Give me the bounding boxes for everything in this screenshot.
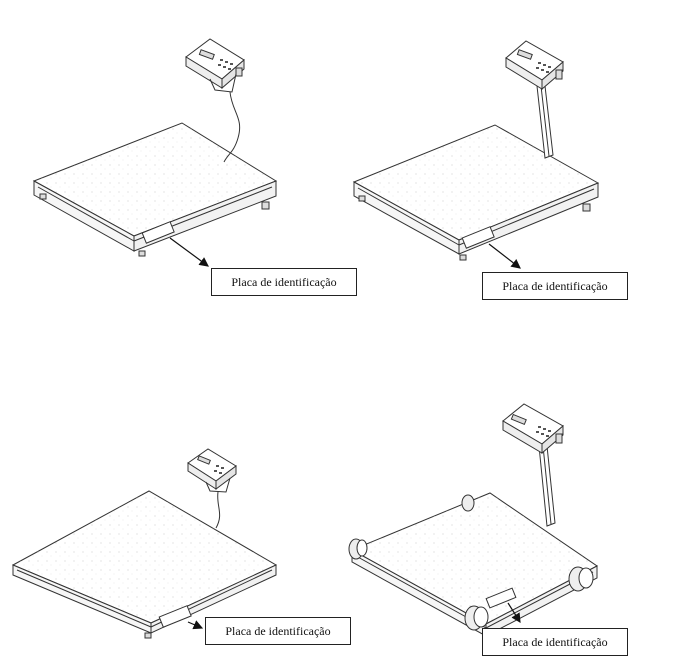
- id-plate-3: [158, 605, 192, 628]
- scale-1: [32, 38, 278, 267]
- id-plate-2: [461, 226, 495, 249]
- identification-plate-label-3: Placa de identificação: [205, 617, 351, 645]
- indicator-2: [505, 40, 564, 91]
- cable-3: [215, 491, 221, 529]
- platform-4: [350, 492, 598, 637]
- scale-4: [348, 403, 598, 637]
- pointer-arrow-2: [488, 243, 521, 269]
- column-4: [538, 445, 556, 527]
- identification-plate-label-1: Placa de identificação: [211, 268, 357, 296]
- platform-1: [32, 122, 278, 257]
- indicator-3: [187, 448, 237, 493]
- platform-2: [352, 124, 600, 261]
- scale-2: [352, 40, 600, 269]
- pointer-arrow-4: [507, 602, 521, 624]
- cable-1: [223, 91, 241, 163]
- platform-3: [11, 490, 278, 639]
- id-plate-1: [141, 221, 175, 244]
- scale-3: [11, 448, 278, 639]
- wheels-4: [348, 494, 594, 631]
- indicator-1: [185, 38, 245, 93]
- pointer-arrow-3: [187, 620, 204, 630]
- identification-plate-label-2: Placa de identificação: [482, 272, 628, 300]
- indicator-4: [502, 403, 564, 455]
- id-plate-4: [485, 587, 517, 609]
- pointer-arrow-1: [169, 237, 209, 267]
- identification-plate-label-4: Placa de identificação: [482, 628, 628, 656]
- column-2: [536, 85, 554, 159]
